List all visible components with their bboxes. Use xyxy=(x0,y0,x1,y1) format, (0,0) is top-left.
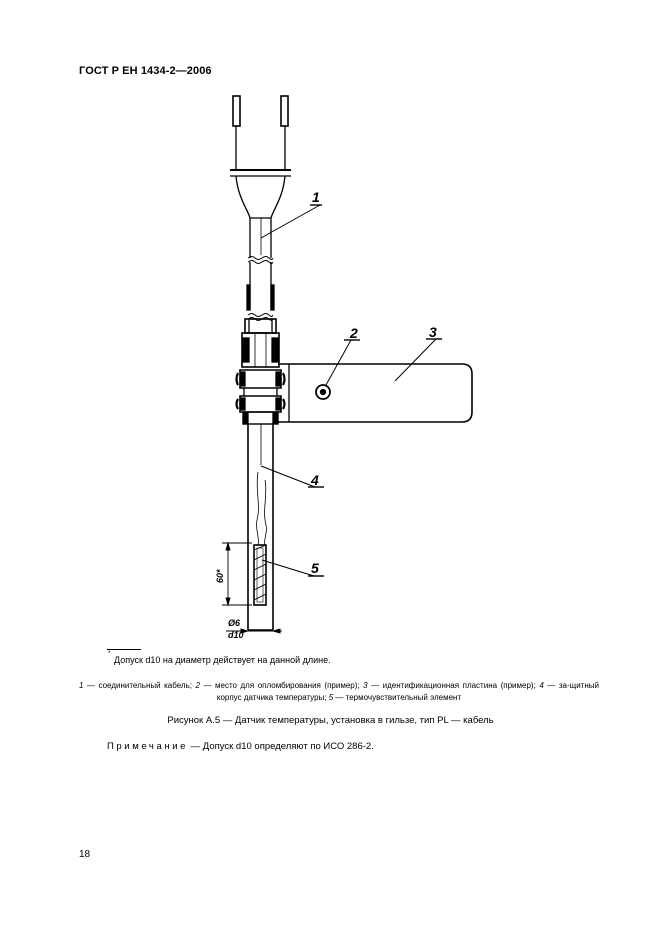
callout-3: 3 xyxy=(429,324,437,340)
legend-text: соединительный кабель; xyxy=(98,681,192,690)
dimension-diameter xyxy=(226,628,282,634)
footnote-text: Допуск d10 на диаметр действует на данно… xyxy=(114,655,331,665)
callout-5: 5 xyxy=(311,560,319,576)
fitting xyxy=(235,318,286,425)
leader-lines xyxy=(260,204,442,577)
sensor-drawing: 1 2 3 4 5 60* Ø6 d10 xyxy=(215,95,473,640)
page-number: 18 xyxy=(79,849,91,860)
note: Примечание — Допуск d10 определяют по ИС… xyxy=(107,741,374,752)
dimension-diameter-label: Ø6 xyxy=(228,618,241,628)
wire-ends xyxy=(232,95,289,170)
callout-4: 4 xyxy=(310,472,319,488)
cable xyxy=(246,218,275,321)
footnote-rule xyxy=(107,649,141,650)
dimension-length-label: 60* xyxy=(215,569,225,583)
sensing-element xyxy=(253,544,267,606)
figure-legend: 1 — соединительный кабель; 2 — место для… xyxy=(79,681,599,702)
cable-splice xyxy=(230,169,291,219)
legend-num: 5 xyxy=(328,693,334,702)
callout-2: 2 xyxy=(349,325,358,341)
dimension-length xyxy=(222,541,252,607)
footnote-marker: * xyxy=(108,651,111,657)
sensor-sheath xyxy=(247,424,274,631)
legend-text: термочувствительный элемент xyxy=(345,693,462,702)
legend-text: место для опломбирования (пример); xyxy=(215,681,360,690)
legend-num: 1 xyxy=(79,681,84,690)
dimension-tolerance-label: d10 xyxy=(228,630,244,640)
figure-caption: Рисунок А.5 — Датчик температуры, устано… xyxy=(167,715,494,726)
note-text: — Допуск d10 определяют по ИСО 286-2. xyxy=(190,741,374,752)
callout-1: 1 xyxy=(312,189,320,205)
note-label: Примечание xyxy=(107,741,188,752)
legend-num: 2 xyxy=(195,681,200,690)
legend-text: идентификационная пластина (пример); xyxy=(382,681,536,690)
legend-num: 4 xyxy=(539,681,544,690)
legend-num: 3 xyxy=(363,681,368,690)
identification-plate xyxy=(278,363,473,423)
document-header: ГОСТ Р ЕН 1434-2—2006 xyxy=(79,65,212,77)
legend-text: за-щитный корпус датчика температуры; xyxy=(216,681,599,702)
